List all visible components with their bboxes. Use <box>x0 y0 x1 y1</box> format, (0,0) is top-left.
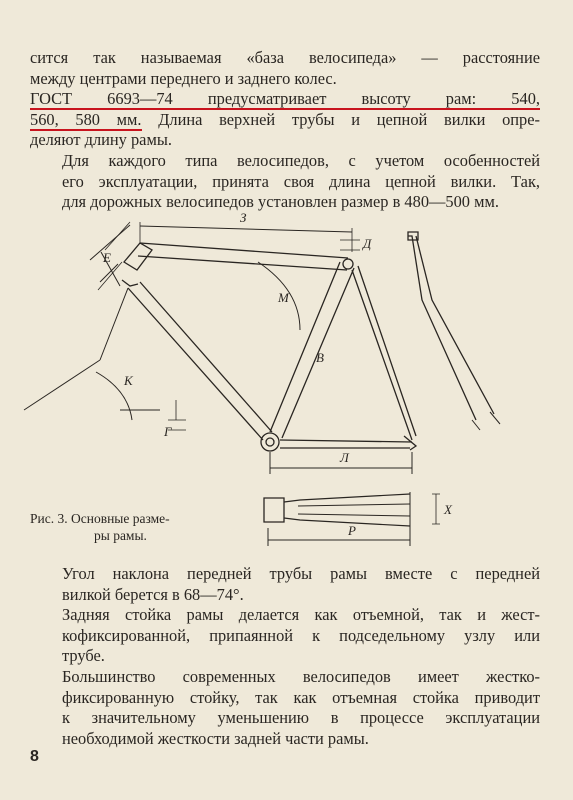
text-line: фиксированную стойку, так как отъемная с… <box>62 687 540 707</box>
label-seat-tube: В <box>316 350 324 365</box>
text-line: необходимой жесткости задней части рамы. <box>62 728 369 748</box>
paragraph-modern-bikes: Большинство современных велосипедов имее… <box>30 667 540 749</box>
caption-line: ры рамы. <box>94 528 147 543</box>
chainstay-plan-view <box>263 497 285 523</box>
text-line: сится так называемая «база велосипеда» —… <box>30 48 540 67</box>
paragraph-head-angle: Угол наклона передней трубы рамы вместе … <box>30 564 540 605</box>
bottom-bracket <box>260 432 280 452</box>
text-line: его эксплуатации, принята своя длина цеп… <box>62 171 540 191</box>
paragraph-rear-stay: Задняя стойка рамы делается как отъемной… <box>30 605 540 667</box>
text-line: 560, 580 мм. Длина верхней трубы и цепно… <box>30 109 540 131</box>
label-stay-length: Р <box>347 523 356 538</box>
text-line: Большинство современных велосипедов имее… <box>62 667 540 686</box>
label-chainstay: Л <box>339 450 350 465</box>
underlined-sizes: 560, 580 мм. <box>30 109 142 131</box>
label-top-tube: З <box>240 210 247 225</box>
text-line: деляют длину рамы. <box>30 130 172 149</box>
text-line: Задняя стойка рамы делается как отъемной… <box>62 605 540 624</box>
seat-stay <box>351 265 417 441</box>
text-line: Для каждого типа велосипедов, с учетом о… <box>62 151 540 170</box>
label-head-tube: Е <box>102 250 111 265</box>
head-tube <box>123 242 153 271</box>
paragraph-chainstay: Для каждого типа велосипедов, с учетом о… <box>30 151 540 213</box>
label-stay-width: Х <box>443 502 453 517</box>
text-line: кофиксированной, припаянной к подседельн… <box>62 625 540 645</box>
label-angle-k: К <box>123 373 134 388</box>
page-number: 8 <box>30 748 39 765</box>
caption-line: Рис. 3. Основные разме- <box>30 511 170 526</box>
down-tube <box>127 281 273 441</box>
paragraph-base-definition: сится так называемая «база велосипеда» —… <box>30 48 540 89</box>
figure-caption: Рис. 3. Основные разме- ры рамы. <box>30 510 220 544</box>
text-line: для дорожных велосипедов установлен разм… <box>62 192 499 211</box>
label-head-dim: Д <box>361 236 372 251</box>
label-bb-drop: Г <box>163 424 172 439</box>
underlined-gost: ГОСТ 6693—74 предусматривает высоту рам:… <box>30 89 540 110</box>
text-line: трубе. <box>62 646 105 665</box>
text-line: ГОСТ 6693—74 предусматривает высоту рам:… <box>30 89 540 110</box>
text-line: между центрами переднего и заднего колес… <box>30 68 337 88</box>
frame-dimensions-figure: З Д Е М В К Г Л Х Р <box>23 210 501 546</box>
paragraph-gost: ГОСТ 6693—74 предусматривает высоту рам:… <box>30 89 540 151</box>
text-line: вилкой берется в 68—74°. <box>62 584 244 604</box>
fork-side-view <box>408 235 495 421</box>
text-line: к значительному уменьшению в процессе эк… <box>62 708 540 727</box>
seat-cluster <box>342 258 354 270</box>
text-line: Угол наклона передней трубы рамы вместе … <box>62 564 540 583</box>
top-tube <box>137 242 349 271</box>
chain-stay <box>279 439 413 449</box>
frame-length-text: Длина верхней трубы и цепной вилки опре- <box>158 109 540 129</box>
seat-tube <box>269 261 355 439</box>
label-angle-m: М <box>277 290 290 305</box>
